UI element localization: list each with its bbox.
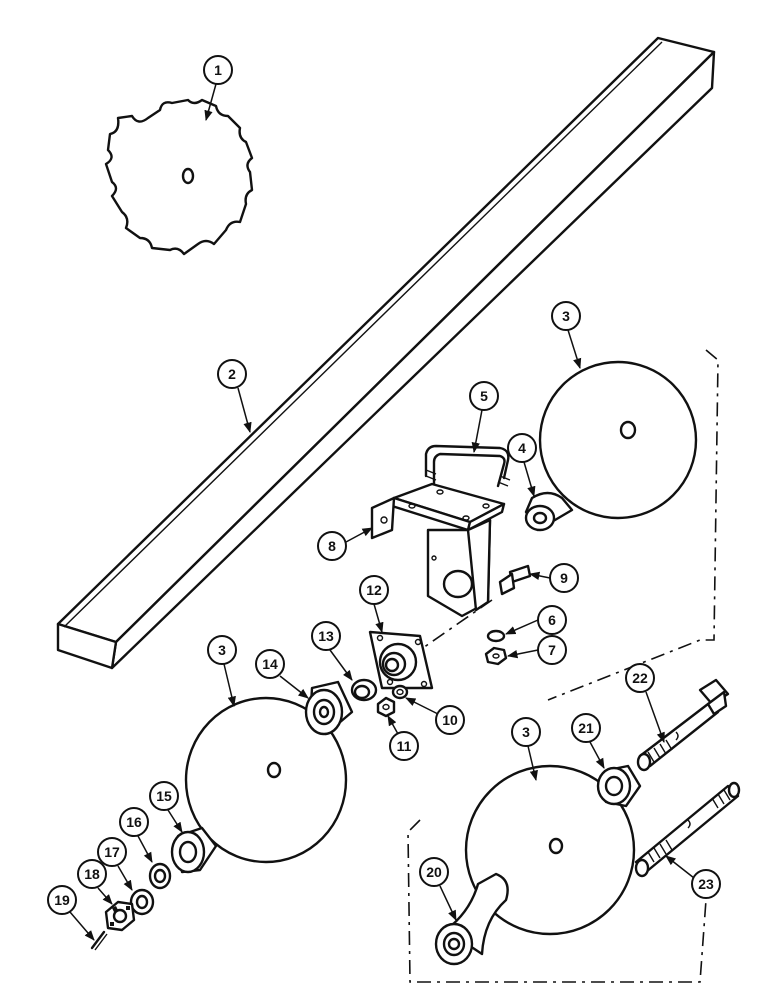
svg-text:20: 20: [426, 864, 442, 880]
svg-text:11: 11: [397, 738, 412, 754]
callout-21: 21: [571, 713, 601, 743]
square-head-bolt: [636, 678, 730, 772]
svg-text:18: 18: [84, 866, 100, 882]
svg-text:14: 14: [262, 656, 278, 672]
callout-6: 6: [537, 605, 567, 635]
callout-2: 2: [217, 359, 247, 389]
svg-text:3: 3: [218, 642, 226, 658]
spool-spacer: [304, 680, 354, 736]
square-shaft-bar: [56, 36, 716, 670]
svg-text:21: 21: [578, 720, 594, 736]
svg-text:10: 10: [442, 712, 458, 728]
svg-text:7: 7: [548, 642, 556, 658]
callout-20: 20: [419, 857, 449, 887]
cone-spacer: [524, 491, 574, 532]
disc-blade-left: [184, 696, 348, 864]
callout-7: 7: [537, 635, 567, 665]
spool-spacer-lower: [434, 872, 509, 966]
retaining-ring: [350, 678, 378, 702]
svg-text:6: 6: [548, 612, 556, 628]
washer-16: [148, 862, 172, 890]
flange-bearing: [368, 630, 434, 690]
callout-19: 19: [47, 885, 77, 915]
bushing: [596, 764, 642, 808]
svg-text:15: 15: [156, 788, 172, 804]
callout-3-left: 3: [207, 635, 237, 665]
svg-text:4: 4: [518, 440, 526, 456]
callout-22: 22: [625, 663, 655, 693]
callout-4: 4: [507, 433, 537, 463]
callout-5: 5: [469, 381, 499, 411]
cotter-pin: [90, 930, 108, 951]
callout-11: 11: [389, 731, 419, 761]
callout-15: 15: [149, 781, 179, 811]
svg-text:5: 5: [480, 388, 488, 404]
washer-small: [391, 684, 409, 700]
callout-18: 18: [77, 859, 107, 889]
hex-nut-upper: [484, 646, 508, 666]
callout-3-upper: 3: [551, 301, 581, 331]
hex-nut-small: [376, 696, 396, 718]
callout-10: 10: [435, 705, 465, 735]
svg-text:8: 8: [328, 538, 336, 554]
callout-16: 16: [119, 807, 149, 837]
leader-lines: [69, 83, 695, 941]
notched-disc-blade: [104, 98, 254, 256]
castle-nut: [104, 900, 136, 932]
svg-text:9: 9: [560, 570, 568, 586]
svg-text:16: 16: [126, 814, 142, 830]
svg-text:3: 3: [562, 308, 570, 324]
svg-text:23: 23: [698, 876, 714, 892]
svg-text:13: 13: [318, 628, 334, 644]
svg-text:1: 1: [214, 62, 222, 78]
callout-3-right: 3: [511, 717, 541, 747]
disc-hub: [170, 826, 218, 874]
svg-text:19: 19: [54, 892, 70, 908]
svg-text:17: 17: [104, 844, 120, 860]
callout-9: 9: [549, 563, 579, 593]
svg-text:3: 3: [522, 724, 530, 740]
svg-text:22: 22: [632, 670, 648, 686]
u-bolt: [424, 444, 511, 488]
callout-13: 13: [311, 621, 341, 651]
threaded-stud: [634, 781, 741, 878]
callout-1: 1: [203, 55, 233, 85]
callout-8: 8: [317, 531, 347, 561]
assembly-guide-upper: [419, 349, 719, 701]
assembly-guide-lower: [407, 819, 707, 983]
callout-23: 23: [691, 869, 721, 899]
callout-12: 12: [359, 575, 389, 605]
disc-blade-upper: [538, 360, 698, 520]
svg-text:12: 12: [366, 582, 382, 598]
mounting-bracket: [370, 482, 506, 618]
lock-washer: [486, 629, 506, 643]
bolt: [498, 564, 532, 596]
washer-17: [129, 888, 155, 916]
callout-14: 14: [255, 649, 285, 679]
callout-17: 17: [97, 837, 127, 867]
svg-text:2: 2: [228, 366, 236, 382]
